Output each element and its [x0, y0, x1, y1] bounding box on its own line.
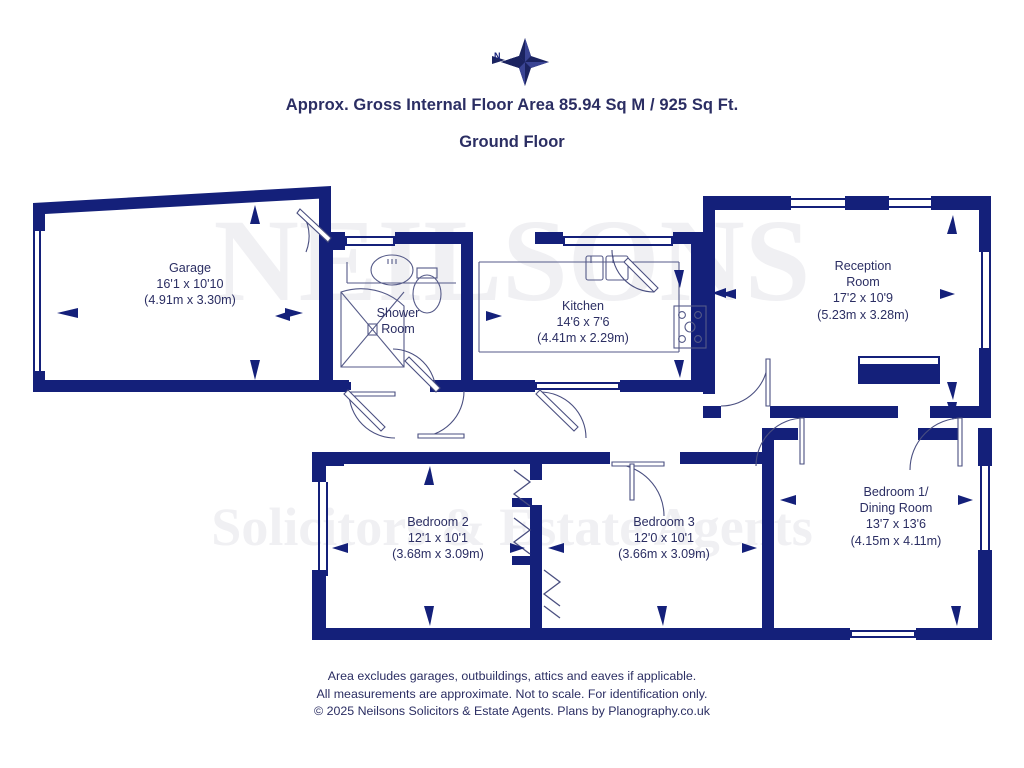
kitchen-bottom-door-swing — [535, 389, 587, 439]
bedroom1-name-2: Dining Room — [859, 501, 933, 516]
garage-metric: (4.91m x 3.30m) — [144, 293, 236, 308]
hall-walls — [945, 406, 991, 418]
floor-level-title: Ground Floor — [459, 133, 565, 151]
toilet-fixture — [412, 267, 442, 314]
hall-door-left-swing — [343, 389, 396, 439]
shower-room-name-1: Shower — [376, 306, 420, 320]
bedroom3-name: Bedroom 3 — [633, 515, 695, 529]
reception-metric: (5.23m x 3.28m) — [817, 307, 909, 322]
reception-name-2: Room — [846, 275, 880, 290]
footer-line-1: Area excludes garages, outbuildings, att… — [327, 669, 697, 683]
title-block: Approx. Gross Internal Floor Area 85.94 … — [0, 96, 1024, 152]
kitchen-metric: (4.41m x 2.29m) — [537, 331, 629, 346]
kitchen-imperial: 14'6 x 7'6 — [556, 315, 610, 330]
reception-imperial: 17'2 x 10'9 — [832, 291, 894, 306]
bedroom2-metric: (3.68m x 3.09m) — [392, 547, 484, 562]
bedroom3-door-swing — [611, 461, 665, 517]
floor-area-title: Approx. Gross Internal Floor Area 85.94 … — [285, 96, 739, 114]
bedroom1-door-swing — [909, 417, 963, 471]
bedroom1-dining-walls — [762, 428, 992, 640]
shower-room-name-2: Room — [381, 322, 415, 337]
reception-name-1: Reception — [834, 259, 892, 273]
bedroom1-metric: (4.15m x 4.11m) — [850, 533, 942, 548]
footer-block: Area excludes garages, outbuildings, att… — [0, 668, 1024, 721]
room-label-reception-room: Reception Room 17'2 x 10'9 (5.23m x 3.28… — [788, 258, 938, 323]
compass-rose-icon — [492, 38, 549, 86]
shower-room-door-swing — [392, 348, 441, 393]
compass-north-label: N — [494, 51, 501, 61]
reception-door-swing — [720, 358, 771, 407]
bedroom3-imperial: 12'0 x 10'1 — [633, 531, 695, 546]
room-label-shower-room: Shower Room — [348, 305, 448, 337]
bedroom2-imperial: 12'1 x 10'1 — [407, 531, 469, 546]
garage-door-swing — [296, 208, 332, 253]
dimension-arrows — [57, 205, 973, 626]
room-label-bedroom-2: Bedroom 2 12'1 x 10'1 (3.68m x 3.09m) — [358, 514, 518, 563]
bedroom2-walls — [312, 452, 622, 640]
room-label-garage: Garage 16'1 x 10'10 (4.91m x 3.30m) — [110, 260, 270, 309]
bedroom3-metric: (3.66m x 3.09m) — [618, 547, 710, 562]
kitchen-door-swing — [611, 249, 659, 293]
kitchen-name: Kitchen — [561, 299, 604, 313]
room-label-kitchen: Kitchen 14'6 x 7'6 (4.41m x 2.29m) — [508, 298, 658, 347]
bedroom2-door-swing — [417, 390, 465, 439]
hall-right-door-swing — [755, 417, 805, 467]
garage-imperial: 16'1 x 10'10 — [156, 277, 224, 292]
shower-enclosure-fixture — [340, 288, 405, 368]
kitchen-walls — [461, 232, 703, 392]
hob-fixture — [673, 305, 707, 349]
bedroom1-name-1: Bedroom 1/ — [863, 485, 929, 499]
room-label-bedroom-1-dining: Bedroom 1/ Dining Room 13'7 x 13'6 (4.15… — [808, 484, 984, 549]
bedroom1-imperial: 13'7 x 13'6 — [865, 517, 927, 532]
footer-line-2: All measurements are approximate. Not to… — [316, 686, 708, 701]
bedroom2-name: Bedroom 2 — [407, 515, 469, 529]
room-label-bedroom-3: Bedroom 3 12'0 x 10'1 (3.66m x 3.09m) — [584, 514, 744, 563]
footer-line-3: © 2025 Neilsons Solicitors & Estate Agen… — [314, 704, 710, 718]
garage-name: Garage — [168, 261, 211, 275]
